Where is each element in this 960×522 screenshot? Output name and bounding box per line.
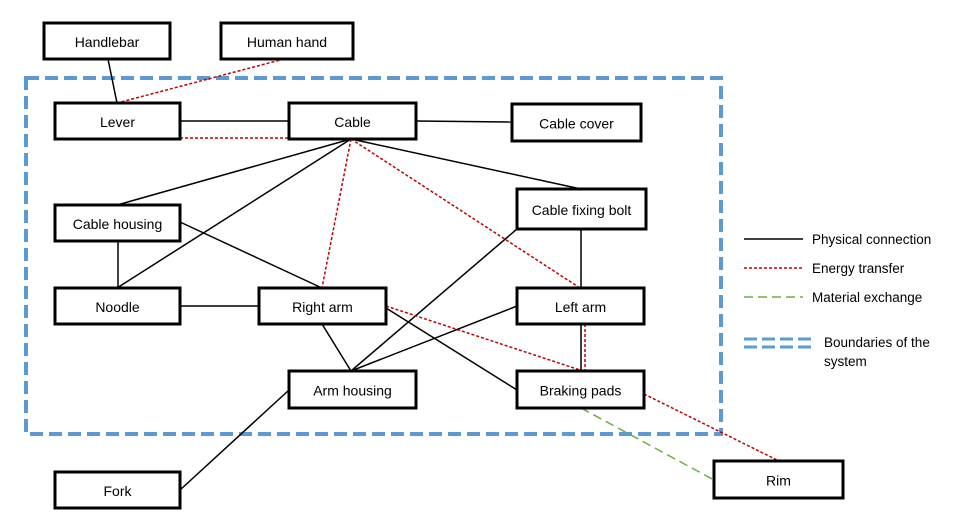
node-cable-housing: Cable housing <box>53 203 182 243</box>
node-handlebar-label: Handlebar <box>75 34 140 50</box>
edge-physical-cable-to-noodle <box>116 138 352 289</box>
node-left-arm-label: Left arm <box>555 299 606 315</box>
node-cable-fixing-bolt: Cable fixing bolt <box>515 187 648 231</box>
node-cable-housing-label: Cable housing <box>73 216 163 232</box>
edge-physical-right-arm-to-arm-housing <box>321 323 352 372</box>
system-boundary <box>24 76 723 436</box>
node-cable-fixing-bolt-box <box>515 187 648 231</box>
node-cable-fixing-bolt-label: Cable fixing bolt <box>532 202 632 218</box>
node-cable: Cable <box>287 101 418 141</box>
legend-boundary-label-line1: Boundaries of the <box>824 335 930 350</box>
edge-physical-cable-housing-to-right-arm <box>179 221 323 289</box>
node-lever-label: Lever <box>100 114 135 130</box>
edge-energy-braking-pads-to-rim <box>643 393 780 462</box>
node-left-arm: Left arm <box>515 286 646 326</box>
node-cable-cover-box <box>510 102 643 143</box>
edge-energy-right-arm-to-braking-pads <box>385 305 584 372</box>
node-cable-cover-label: Cable cover <box>539 116 614 132</box>
node-arm-housing-box <box>287 369 418 410</box>
edge-physical-right-arm-to-braking-pads <box>385 307 518 391</box>
node-cable-box <box>287 101 418 141</box>
node-handlebar: Handlebar <box>42 21 172 61</box>
edge-energy-human-hand-to-lever <box>116 58 285 104</box>
node-right-arm: Right arm <box>257 286 388 326</box>
edge-physical-handlebar-to-lever <box>107 58 118 104</box>
node-left-arm-box <box>515 286 646 326</box>
node-lever: Lever <box>53 101 182 141</box>
node-lever-box <box>53 101 182 141</box>
node-rim-box <box>712 459 845 500</box>
node-arm-housing: Arm housing <box>287 369 418 410</box>
legend-material-label: Material exchange <box>812 290 922 305</box>
edge-physical-cable-to-cable-cover <box>415 120 513 123</box>
edge-physical-cable-to-cable-housing <box>116 138 352 206</box>
node-human-hand: Human hand <box>219 21 355 61</box>
edges-layer <box>107 58 780 491</box>
node-human-hand-label: Human hand <box>247 34 327 50</box>
node-rim-label: Rim <box>766 473 791 489</box>
node-human-hand-box <box>219 21 355 61</box>
edge-material-braking-pads-to-rim <box>580 407 715 481</box>
node-handlebar-box <box>42 21 172 61</box>
edge-physical-left-arm-to-arm-housing <box>350 305 518 372</box>
legend-energy-label: Energy transfer <box>812 261 905 276</box>
node-noodle-label: Noodle <box>95 299 140 315</box>
legend: Physical connection Energy transfer Mate… <box>744 232 931 369</box>
node-fork-box <box>53 470 182 510</box>
node-cable-housing-box <box>53 203 182 243</box>
node-right-arm-box <box>257 286 388 326</box>
node-braking-pads-label: Braking pads <box>540 383 622 399</box>
edge-physical-arm-housing-to-fork <box>179 389 290 491</box>
node-braking-pads: Braking pads <box>515 369 646 410</box>
node-right-arm-label: Right arm <box>292 299 353 315</box>
edge-physical-cable-to-cable-fixing-bolt <box>350 138 582 190</box>
legend-physical-label: Physical connection <box>812 232 931 247</box>
node-braking-pads-box <box>515 369 646 410</box>
edge-energy-cable-to-right-arm <box>321 138 352 289</box>
node-fork-label: Fork <box>104 483 133 499</box>
legend-boundary-label-line2: system <box>824 354 867 369</box>
edge-energy-cable-to-left-arm <box>350 138 581 289</box>
node-noodle-box <box>53 286 182 326</box>
node-fork: Fork <box>53 470 182 510</box>
edge-physical-cable-fixing-bolt-to-arm-housing <box>350 228 518 372</box>
node-cable-cover: Cable cover <box>510 102 643 143</box>
node-cable-label: Cable <box>334 114 371 130</box>
node-rim: Rim <box>712 459 845 500</box>
node-arm-housing-label: Arm housing <box>313 383 392 399</box>
node-noodle: Noodle <box>53 286 182 326</box>
